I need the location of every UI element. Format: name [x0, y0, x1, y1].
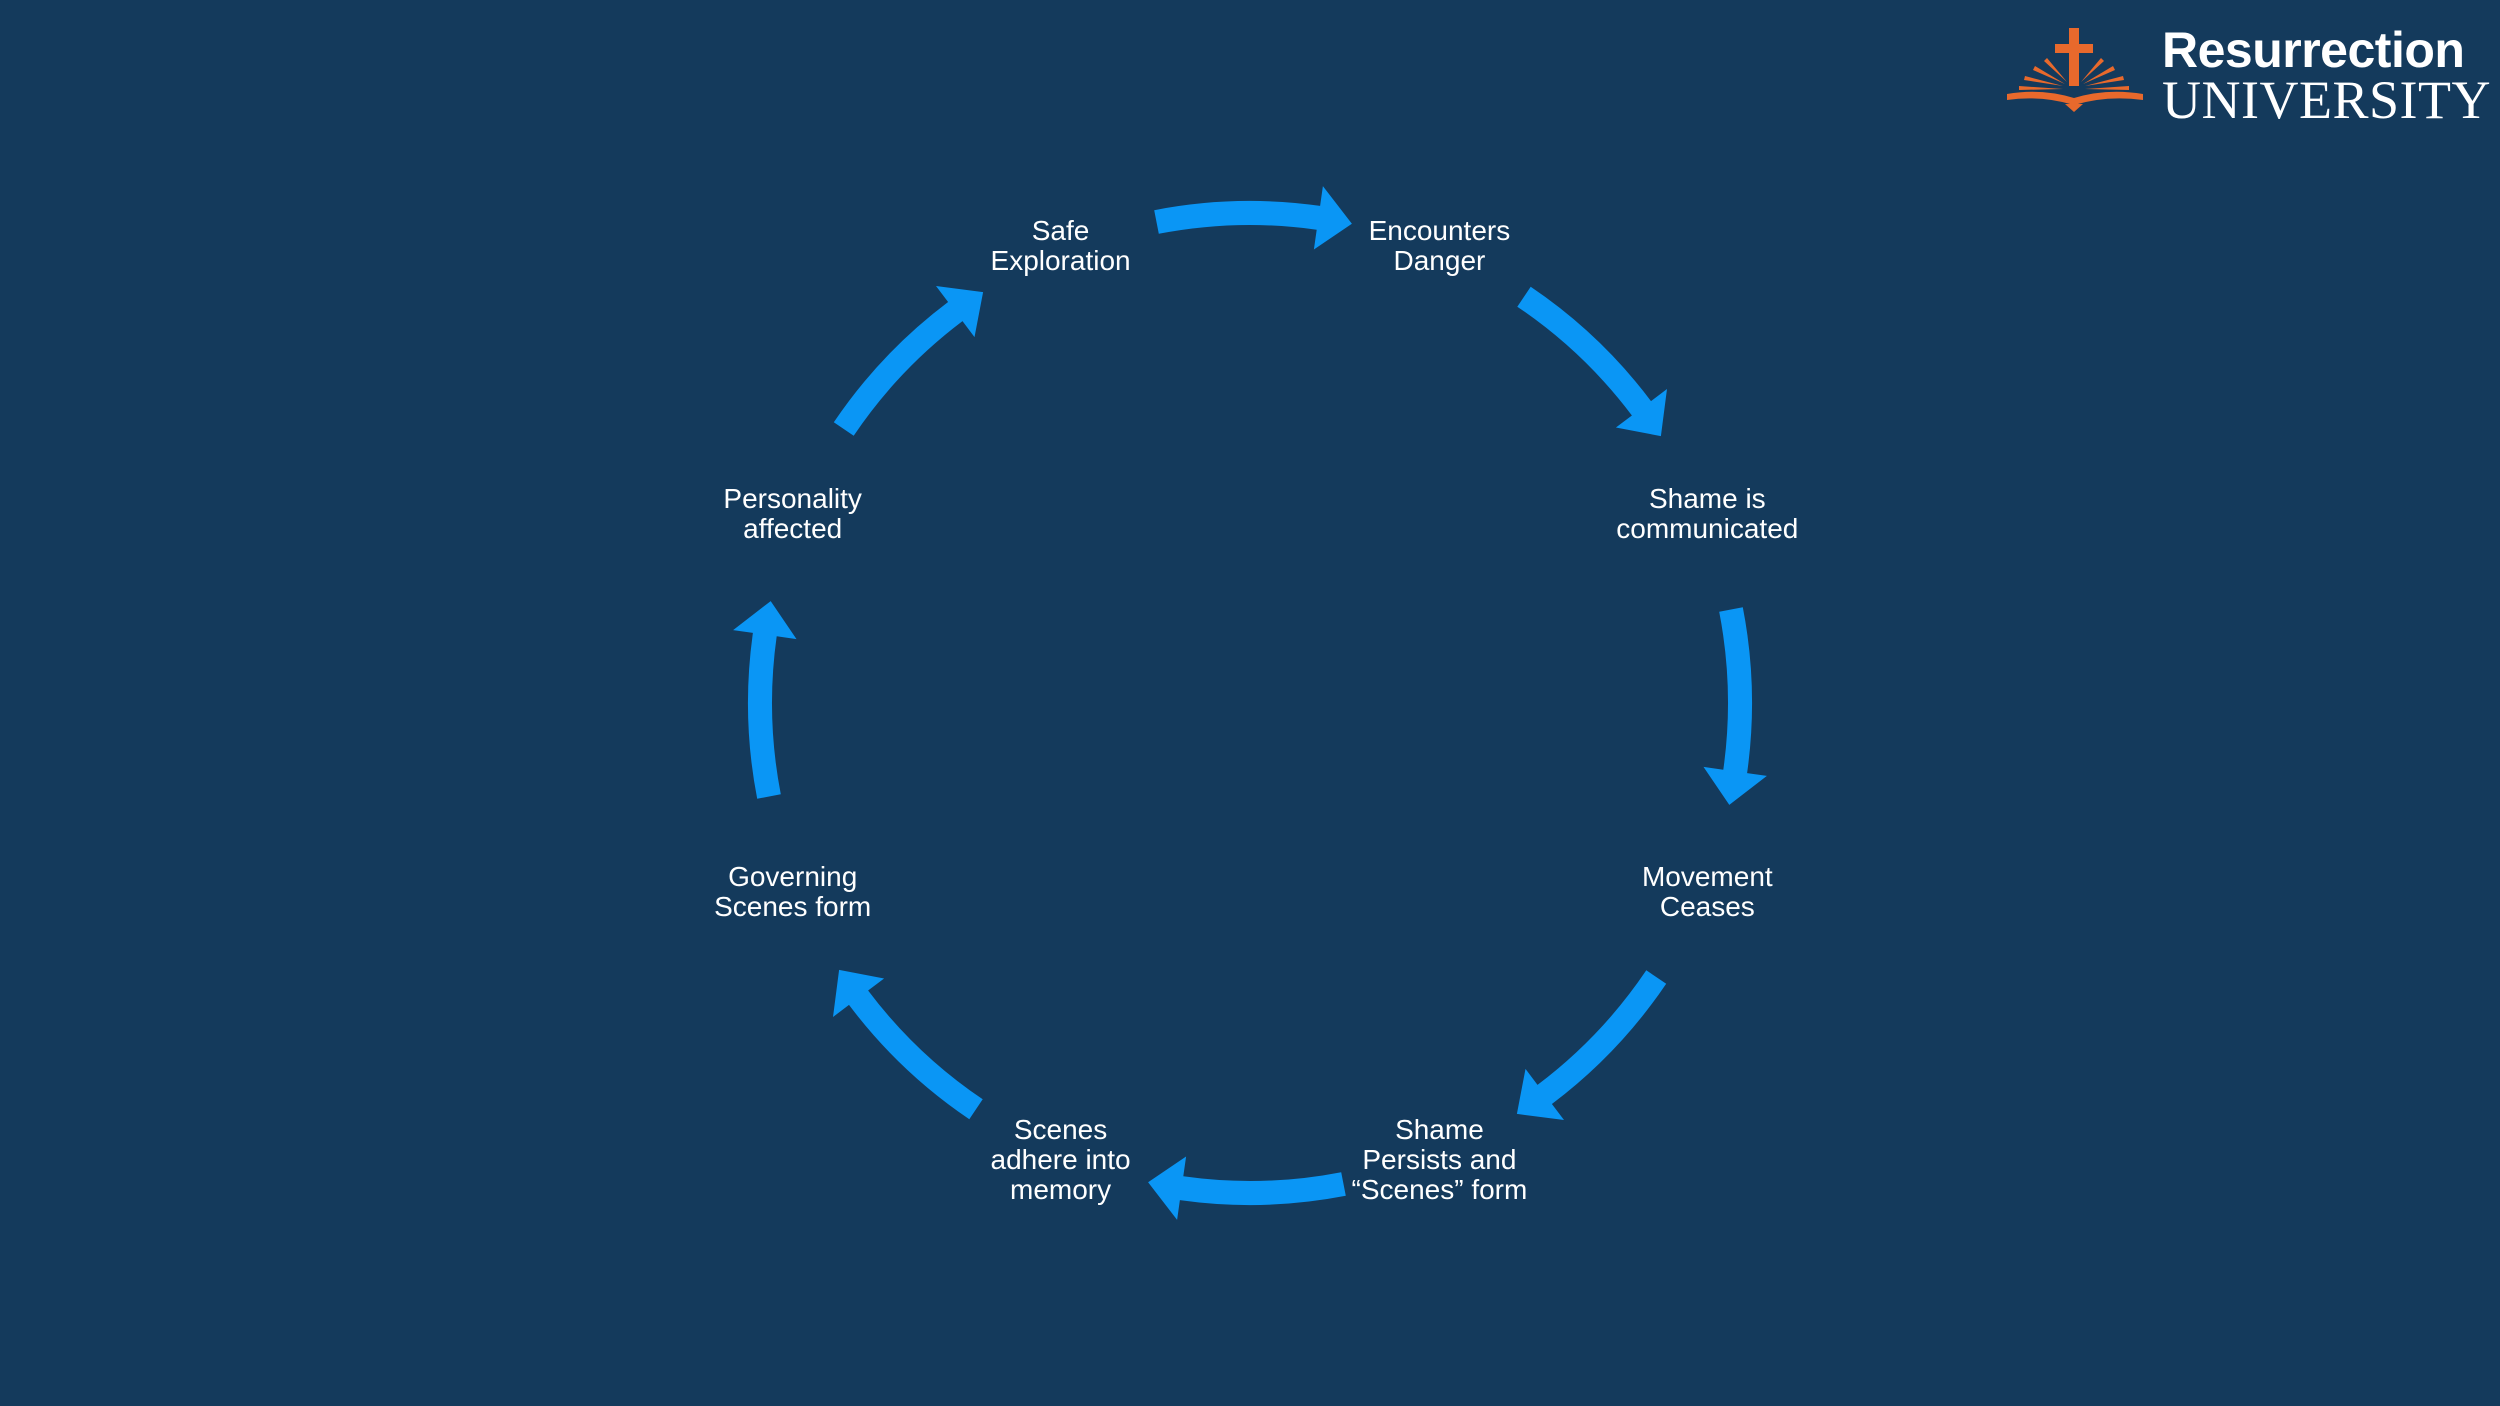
logo-subtitle: UNIVERSITY: [2162, 70, 2491, 130]
arrow-movement-ceases-to-shame-persists: [1516, 970, 1667, 1120]
node-encounters-danger: Encounters Danger: [1368, 214, 1511, 276]
node-personality-affected: Personality affected: [723, 482, 862, 544]
arrow-personality-affected-to-safe-exploration: [833, 286, 984, 436]
arrow-shame-persists-to-scenes-adhere: [1148, 1156, 1346, 1220]
arrow-governing-scenes-to-personality-affected: [733, 601, 797, 799]
arrow-scenes-adhere-to-governing-scenes: [833, 969, 983, 1120]
node-scenes-adhere: Scenes adhere into memory: [990, 1114, 1131, 1206]
arrow-encounters-danger-to-shame-is-communicated: [1517, 286, 1667, 437]
node-movement-ceases: Movement Ceases: [1641, 861, 1773, 923]
arrow-safe-exploration-to-encounters-danger: [1154, 186, 1352, 250]
arrow-shame-is-communicated-to-movement-ceases: [1703, 607, 1767, 805]
node-safe-exploration: Safe Exploration: [990, 214, 1131, 276]
node-governing-scenes: Governing Scenes form: [714, 861, 872, 923]
cross-over-open-book-icon: [2007, 28, 2143, 112]
logo-title: Resurrection: [2162, 22, 2465, 78]
university-logo: Resurrection UNIVERSITY: [2005, 22, 2490, 130]
node-shame-persists: Shame Persists and “Scenes” form: [1351, 1114, 1528, 1206]
node-shame-is-communicated: Shame is communicated: [1616, 482, 1799, 544]
